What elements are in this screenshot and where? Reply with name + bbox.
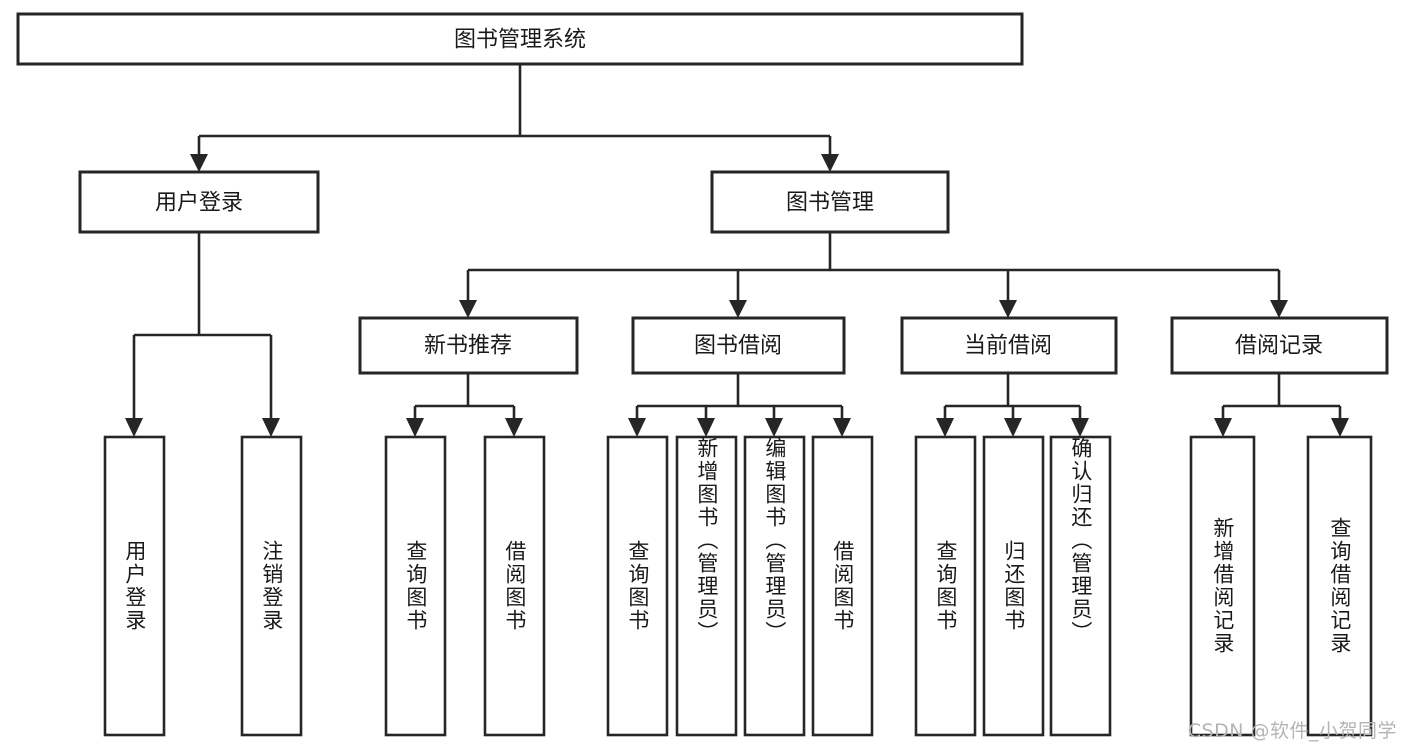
node-new-book-label: 新书推荐 — [424, 334, 512, 359]
node-book-manage-box[interactable] — [710, 170, 950, 234]
csdn-watermark: CSDN @软件_小贺同学 — [1187, 720, 1397, 742]
arrow-bookmanage-c1 — [459, 300, 477, 318]
arrow-root-to-book-manage — [821, 154, 839, 172]
arrow-newbook-l1 — [406, 418, 424, 437]
leaf-box-book-borrow-3[interactable] — [811, 435, 874, 737]
node-root-label: 图书管理系统 — [454, 28, 586, 53]
node-borrow-record-label: 借阅记录 — [1235, 334, 1323, 359]
leaf-box-user-login-0[interactable] — [103, 435, 166, 737]
arrow-borrow-l2 — [697, 418, 715, 437]
leaf-box-new-book-1[interactable] — [483, 435, 546, 737]
leaf-box-book-borrow-0[interactable] — [606, 435, 669, 737]
arrow-record-l2 — [1331, 418, 1349, 437]
node-user-login-label: 用户登录 — [155, 191, 243, 216]
arrow-bookmanage-c2 — [729, 300, 747, 318]
nodes: 图书管理系统 用户登录 图书管理 新书推荐 图书借阅 当前借阅 借阅记录 — [16, 12, 1389, 375]
leaf-box-current-borrow-2[interactable] — [1049, 435, 1112, 737]
leaf-box-book-borrow-2[interactable] — [743, 435, 806, 737]
arrow-current-l3 — [1071, 418, 1089, 437]
node-book-manage-label: 图书管理 — [786, 191, 874, 216]
arrow-newbook-l2 — [505, 418, 523, 437]
arrow-borrow-l3 — [765, 418, 783, 437]
node-user-login-box[interactable] — [78, 170, 320, 234]
leaf-box-borrow-record-1[interactable] — [1306, 435, 1373, 737]
node-book-borrow-box[interactable] — [631, 316, 846, 375]
leaf-box-borrow-record-0[interactable] — [1189, 435, 1256, 737]
arrow-borrow-l1 — [628, 418, 646, 437]
leaf-box-current-borrow-1[interactable] — [982, 435, 1045, 737]
leaf-nodes — [103, 435, 1373, 737]
arrow-userlogin-leaf1 — [125, 418, 143, 437]
node-new-book-box[interactable] — [358, 316, 579, 375]
arrow-borrow-l4 — [833, 418, 851, 437]
node-root-box[interactable] — [16, 12, 1024, 66]
arrow-current-l2 — [1004, 418, 1022, 437]
arrow-current-l1 — [936, 418, 954, 437]
arrow-record-l1 — [1214, 418, 1232, 437]
node-borrow-record-box[interactable] — [1170, 316, 1389, 375]
node-current-borrow-box[interactable] — [900, 316, 1118, 375]
leaf-box-book-borrow-1[interactable] — [675, 435, 738, 737]
arrow-root-to-user-login — [190, 154, 208, 172]
connectors — [125, 64, 1349, 437]
arrow-userlogin-leaf2 — [262, 418, 280, 437]
arrow-bookmanage-c3 — [999, 300, 1017, 318]
node-current-borrow-label: 当前借阅 — [964, 334, 1052, 359]
leaf-box-current-borrow-0[interactable] — [914, 435, 977, 737]
arrow-bookmanage-c4 — [1270, 300, 1288, 318]
node-book-borrow-label: 图书借阅 — [694, 334, 782, 359]
leaf-box-new-book-0[interactable] — [384, 435, 447, 737]
leaf-box-user-login-1[interactable] — [240, 435, 303, 737]
